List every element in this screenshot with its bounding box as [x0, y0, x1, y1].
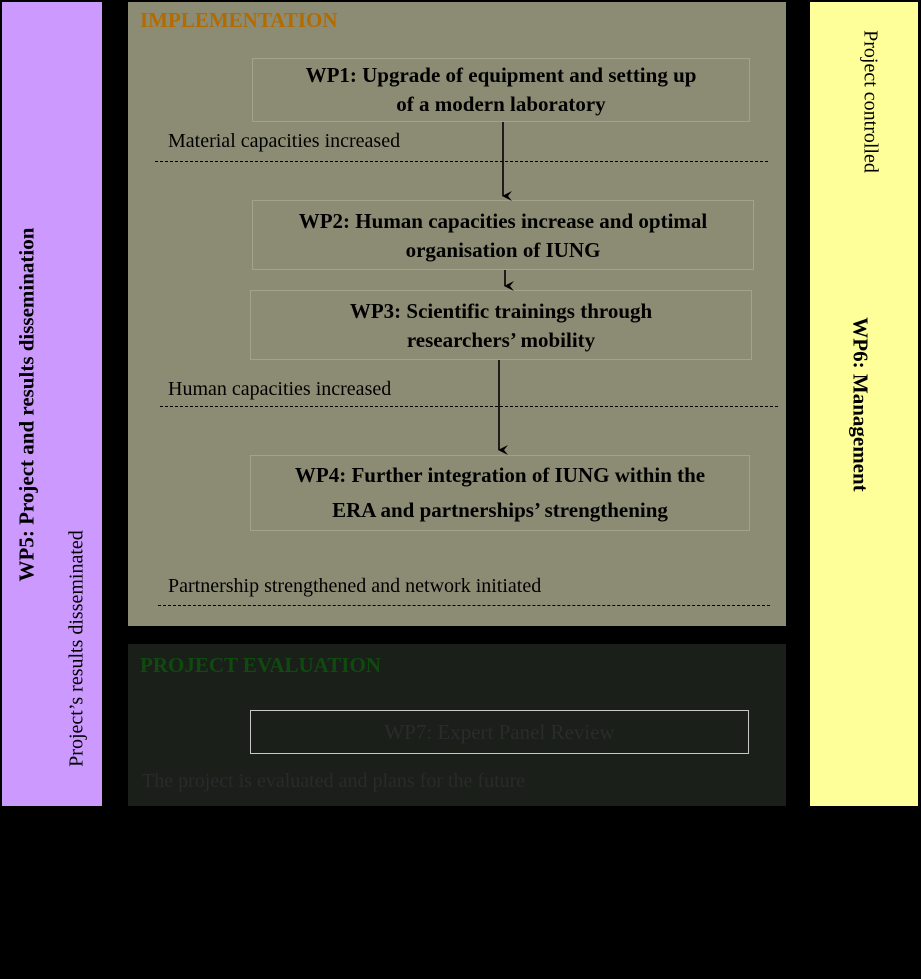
- evaluation-panel: [128, 644, 786, 806]
- wp3-box: WP3: Scientific trainings through resear…: [250, 290, 752, 360]
- wp5-column: WP5: Project and results dissemination P…: [2, 2, 102, 806]
- flow-arrows: [498, 122, 514, 455]
- milestone-human: Human capacities increased: [168, 378, 392, 400]
- wp1-line-1: WP1: Upgrade of equipment and setting up: [305, 63, 697, 87]
- wp4-box: WP4: Further integration of IUNG within …: [250, 455, 750, 531]
- milestone-divider-3: [158, 605, 770, 606]
- wp2-line-1: WP2: Human capacities increase and optim…: [298, 209, 708, 233]
- wp3-line-1: WP3: Scientific trainings through: [349, 299, 653, 323]
- milestone-divider-1: [155, 161, 768, 162]
- wp2-line-2: organisation of IUNG: [405, 238, 601, 262]
- implementation-title: IMPLEMENTATION: [140, 8, 338, 32]
- wp4-line-1: WP4: Further integration of IUNG within …: [294, 463, 706, 487]
- evaluation-title: PROJECT EVALUATION: [140, 653, 381, 677]
- wp4-line-2: ERA and partnerships’ strengthening: [332, 498, 668, 522]
- wp1-box: WP1: Upgrade of equipment and setting up…: [252, 58, 750, 122]
- wp3-line-2: researchers’ mobility: [406, 328, 596, 352]
- wp7-box: WP7: Expert Panel Review: [250, 710, 749, 754]
- milestone-partnership: Partnership strengthened and network ini…: [168, 575, 542, 597]
- milestone-material: Material capacities increased: [168, 130, 401, 152]
- wp6-column: WP6: Management Project controlled: [810, 2, 918, 806]
- evaluation-outcome: The project is evaluated and plans for t…: [142, 770, 526, 792]
- milestone-divider-2: [160, 406, 778, 407]
- wp1-line-2: of a modern laboratory: [396, 92, 606, 116]
- implementation-panel: [128, 2, 786, 626]
